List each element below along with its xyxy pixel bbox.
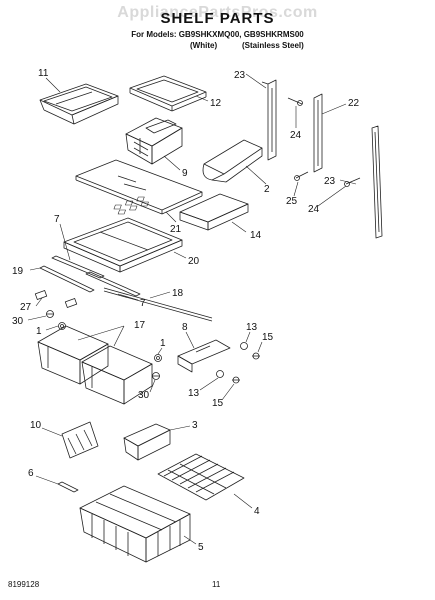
callout-22: 22 <box>348 98 360 109</box>
part-12-shelf <box>129 75 207 112</box>
part-24-screw-lower <box>344 177 361 187</box>
callout-23-lower: 23 <box>324 176 336 187</box>
part-22-rail-right <box>313 93 323 173</box>
callout-30-left: 30 <box>12 316 24 327</box>
part-3-bin <box>123 423 171 461</box>
part-18-rod <box>103 287 213 322</box>
part-25-screw <box>294 171 309 181</box>
part-27-clips <box>34 290 78 308</box>
callout-13-upper: 13 <box>246 322 258 333</box>
callout-13-lower: 13 <box>188 388 200 399</box>
callout-15-lower: 15 <box>212 398 224 409</box>
callout-9: 9 <box>182 168 188 179</box>
callout-25: 25 <box>286 196 298 207</box>
part-8-bracket <box>177 339 231 373</box>
callout-1-left: 1 <box>36 326 42 337</box>
leader-lines <box>27 73 357 545</box>
callout-15-upper: 15 <box>262 332 274 343</box>
part-9-drawer <box>125 117 183 165</box>
page-title: SHELF PARTS <box>160 10 275 27</box>
callout-2: 2 <box>264 184 270 195</box>
callout-18: 18 <box>172 288 184 299</box>
part-10-wire-divider <box>61 421 99 459</box>
part-1-bushing-right <box>154 354 162 362</box>
callout-numbers: 11 12 9 23 24 22 2 21 14 25 23 24 7 20 1… <box>12 68 360 553</box>
callout-8: 8 <box>182 322 188 333</box>
callout-30-right: 30 <box>138 390 150 401</box>
callout-14: 14 <box>250 230 262 241</box>
callout-10: 10 <box>30 420 42 431</box>
part-13-washer-upper <box>240 342 248 350</box>
part-30-nut-right <box>152 372 160 380</box>
callout-11: 11 <box>38 68 49 79</box>
part-20-crisper-cover <box>63 217 183 273</box>
variant-white: (White) <box>190 41 218 50</box>
part-5-wire-basket <box>79 485 191 563</box>
part-13-washer-lower <box>216 370 224 378</box>
callout-6: 6 <box>28 468 34 479</box>
callout-3: 3 <box>192 420 198 431</box>
callout-24-lower: 24 <box>308 204 320 215</box>
part-17-crisper-left <box>37 325 109 385</box>
part-4-wire-rack <box>157 453 245 501</box>
callout-5: 5 <box>198 542 204 553</box>
part-15-nut-lower <box>232 376 240 384</box>
page-number: 11 <box>212 580 221 589</box>
part-14-ice-tray <box>113 193 249 231</box>
watermark: AppliancePartsPros.com <box>117 4 318 21</box>
callout-1-right: 1 <box>160 338 166 349</box>
part-23-rail-left <box>261 79 277 161</box>
callout-7-upper: 7 <box>54 214 60 225</box>
part-23-rail-lower <box>371 125 383 239</box>
part-15-nut-upper <box>252 352 260 360</box>
part-17-crisper-right <box>81 345 153 405</box>
callout-7-lower: 7 <box>140 298 146 309</box>
part-19-rail <box>39 265 95 293</box>
variant-stainless: (Stainless Steel) <box>242 41 304 50</box>
callout-24-upper: 24 <box>290 130 302 141</box>
callout-23-upper: 23 <box>234 70 246 81</box>
callout-21: 21 <box>170 224 182 235</box>
part-7-rod-lower <box>85 271 141 297</box>
part-21-glass-panel <box>75 159 203 215</box>
part-6-rod <box>57 481 79 493</box>
callout-12: 12 <box>210 98 222 109</box>
model-numbers: For Models: GB9SHKXMQ00, GB9SHKRMS00 <box>131 30 304 39</box>
callout-19: 19 <box>12 266 24 277</box>
part-24-screw-upper <box>287 97 303 106</box>
part-30-nut-left <box>46 310 54 318</box>
callout-4: 4 <box>254 506 260 517</box>
callout-20: 20 <box>188 256 200 267</box>
document-number: 8199128 <box>8 580 40 589</box>
part-7-rod-upper <box>51 255 105 279</box>
part-2-cover <box>202 139 263 183</box>
part-11-glass-shelf <box>39 83 119 125</box>
callout-27: 27 <box>20 302 32 313</box>
callout-17: 17 <box>134 320 146 331</box>
